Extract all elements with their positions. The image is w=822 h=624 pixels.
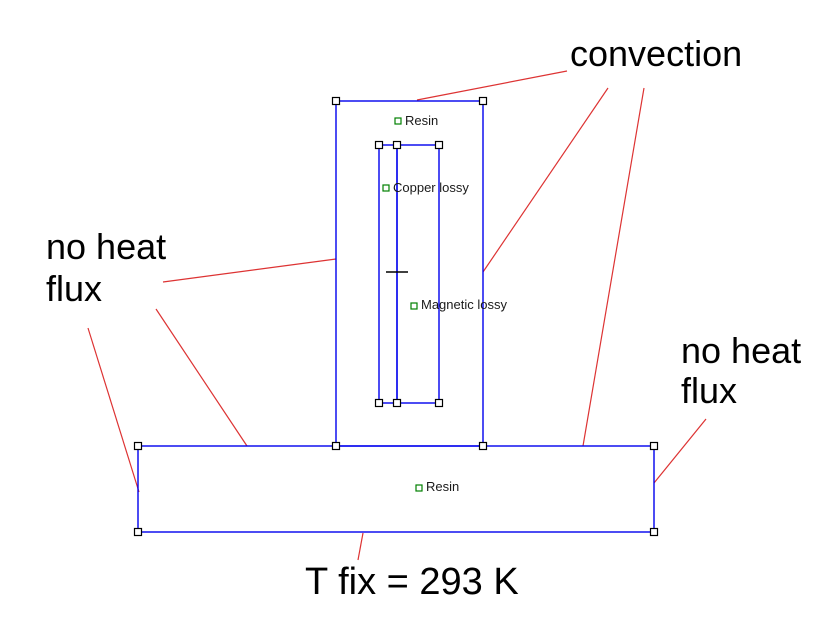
vertex-node[interactable] [478, 96, 488, 106]
vertex-node[interactable] [331, 441, 341, 451]
vertex-node[interactable] [434, 398, 444, 408]
leader-line-convection-to-column-right [482, 87, 609, 273]
vertex-node[interactable] [133, 441, 143, 451]
vertex-node[interactable] [649, 527, 659, 537]
material-marker-copper-lossy[interactable] [382, 184, 390, 192]
vertex-node[interactable] [374, 398, 384, 408]
resin-column-region[interactable] [335, 100, 484, 447]
material-label-resin: Resin [405, 113, 438, 128]
vertex-node[interactable] [392, 398, 402, 408]
vertex-node[interactable] [392, 140, 402, 150]
leader-line-nhf-left-to-base-left [87, 327, 140, 493]
leader-line-nhf-right-to-base-right [653, 418, 707, 484]
annotation-no-heat-flux-left: no heat flux [46, 226, 166, 310]
vertex-node[interactable] [133, 527, 143, 537]
material-label-magnetic-lossy: Magnetic lossy [421, 297, 507, 312]
resin-base-region[interactable] [137, 445, 655, 533]
annotation-t-fix-line1: T fix = 293 K [305, 561, 519, 603]
annotation-no-heat-flux-right-line1: no heat [681, 330, 802, 371]
vertex-node[interactable] [331, 96, 341, 106]
material-label-resin: Resin [426, 479, 459, 494]
annotation-no-heat-flux-left-line2: flux [46, 268, 103, 309]
leader-line-convection-to-column-top [416, 70, 568, 101]
vertex-node[interactable] [374, 140, 384, 150]
annotation-t-fix: T fix = 293 K [305, 561, 519, 603]
vertex-node[interactable] [434, 140, 444, 150]
material-marker-resin[interactable] [415, 484, 423, 492]
leader-line-tfix-to-base-bottom [357, 532, 364, 561]
leader-line-convection-to-base-top [582, 87, 645, 447]
material-label-copper-lossy: Copper lossy [393, 180, 469, 195]
annotation-no-heat-flux-right-line2: flux [681, 370, 738, 411]
annotation-convection-line1: convection [570, 33, 743, 74]
magnetic-lossy-region[interactable] [396, 144, 440, 404]
material-marker-magnetic-lossy[interactable] [410, 302, 418, 310]
annotation-no-heat-flux-right: no heat flux [681, 331, 801, 411]
vertex-node[interactable] [649, 441, 659, 451]
leader-line-nhf-left-to-column-left [162, 258, 337, 283]
leader-line-nhf-left-to-base-top [155, 308, 248, 447]
annotation-no-heat-flux-left-line1: no heat [46, 226, 167, 267]
material-marker-resin[interactable] [394, 117, 402, 125]
vertex-node[interactable] [478, 441, 488, 451]
annotation-convection: convection [570, 34, 742, 74]
